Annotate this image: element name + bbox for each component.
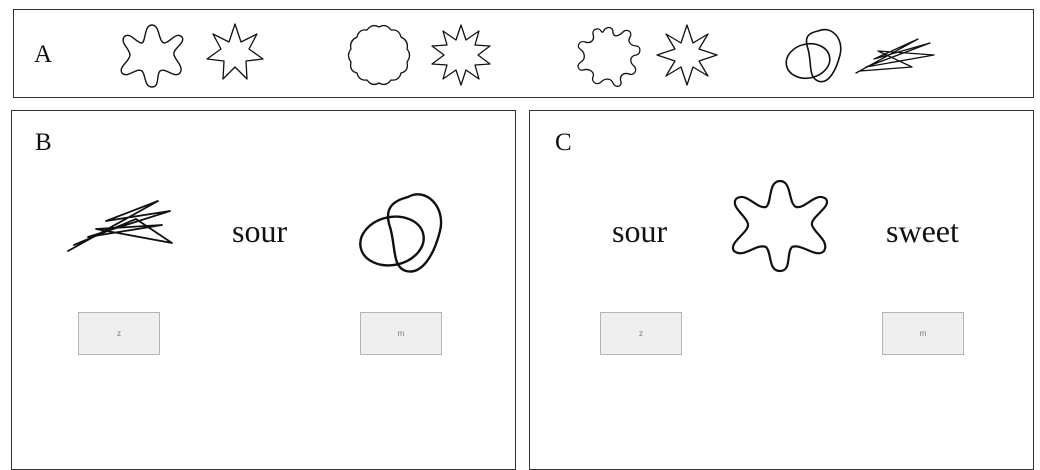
right-response-key[interactable]: m [882, 312, 964, 355]
wavy-circle-icon [347, 24, 411, 86]
star-10-point-icon [431, 24, 491, 86]
pinched-blob-icon [577, 26, 641, 87]
left-category-word: sour [612, 213, 668, 249]
blob-flower-icon [120, 24, 184, 88]
left-response-key[interactable]: z [78, 312, 160, 355]
panel-a: A [13, 9, 1034, 98]
panel-b-label: B [35, 129, 52, 156]
loopy-knot-icon [785, 28, 842, 83]
right-category-word: sweet [886, 213, 959, 249]
star-7-point-icon [206, 23, 264, 80]
panel-a-label: A [34, 41, 53, 68]
loopy-knot-icon [359, 193, 443, 273]
panel-c: C sour sweet z m [529, 110, 1034, 470]
blob-flower-icon [731, 179, 829, 273]
left-response-key[interactable]: z [600, 312, 682, 355]
zigzag-scribble-icon [855, 38, 935, 74]
star-8-point-icon [656, 24, 718, 86]
stimulus-word: sour [232, 213, 288, 249]
zigzag-scribble-icon [67, 200, 173, 252]
right-response-key[interactable]: m [360, 312, 442, 355]
panel-c-label: C [555, 129, 572, 156]
panel-b: B sour z m [11, 110, 516, 470]
